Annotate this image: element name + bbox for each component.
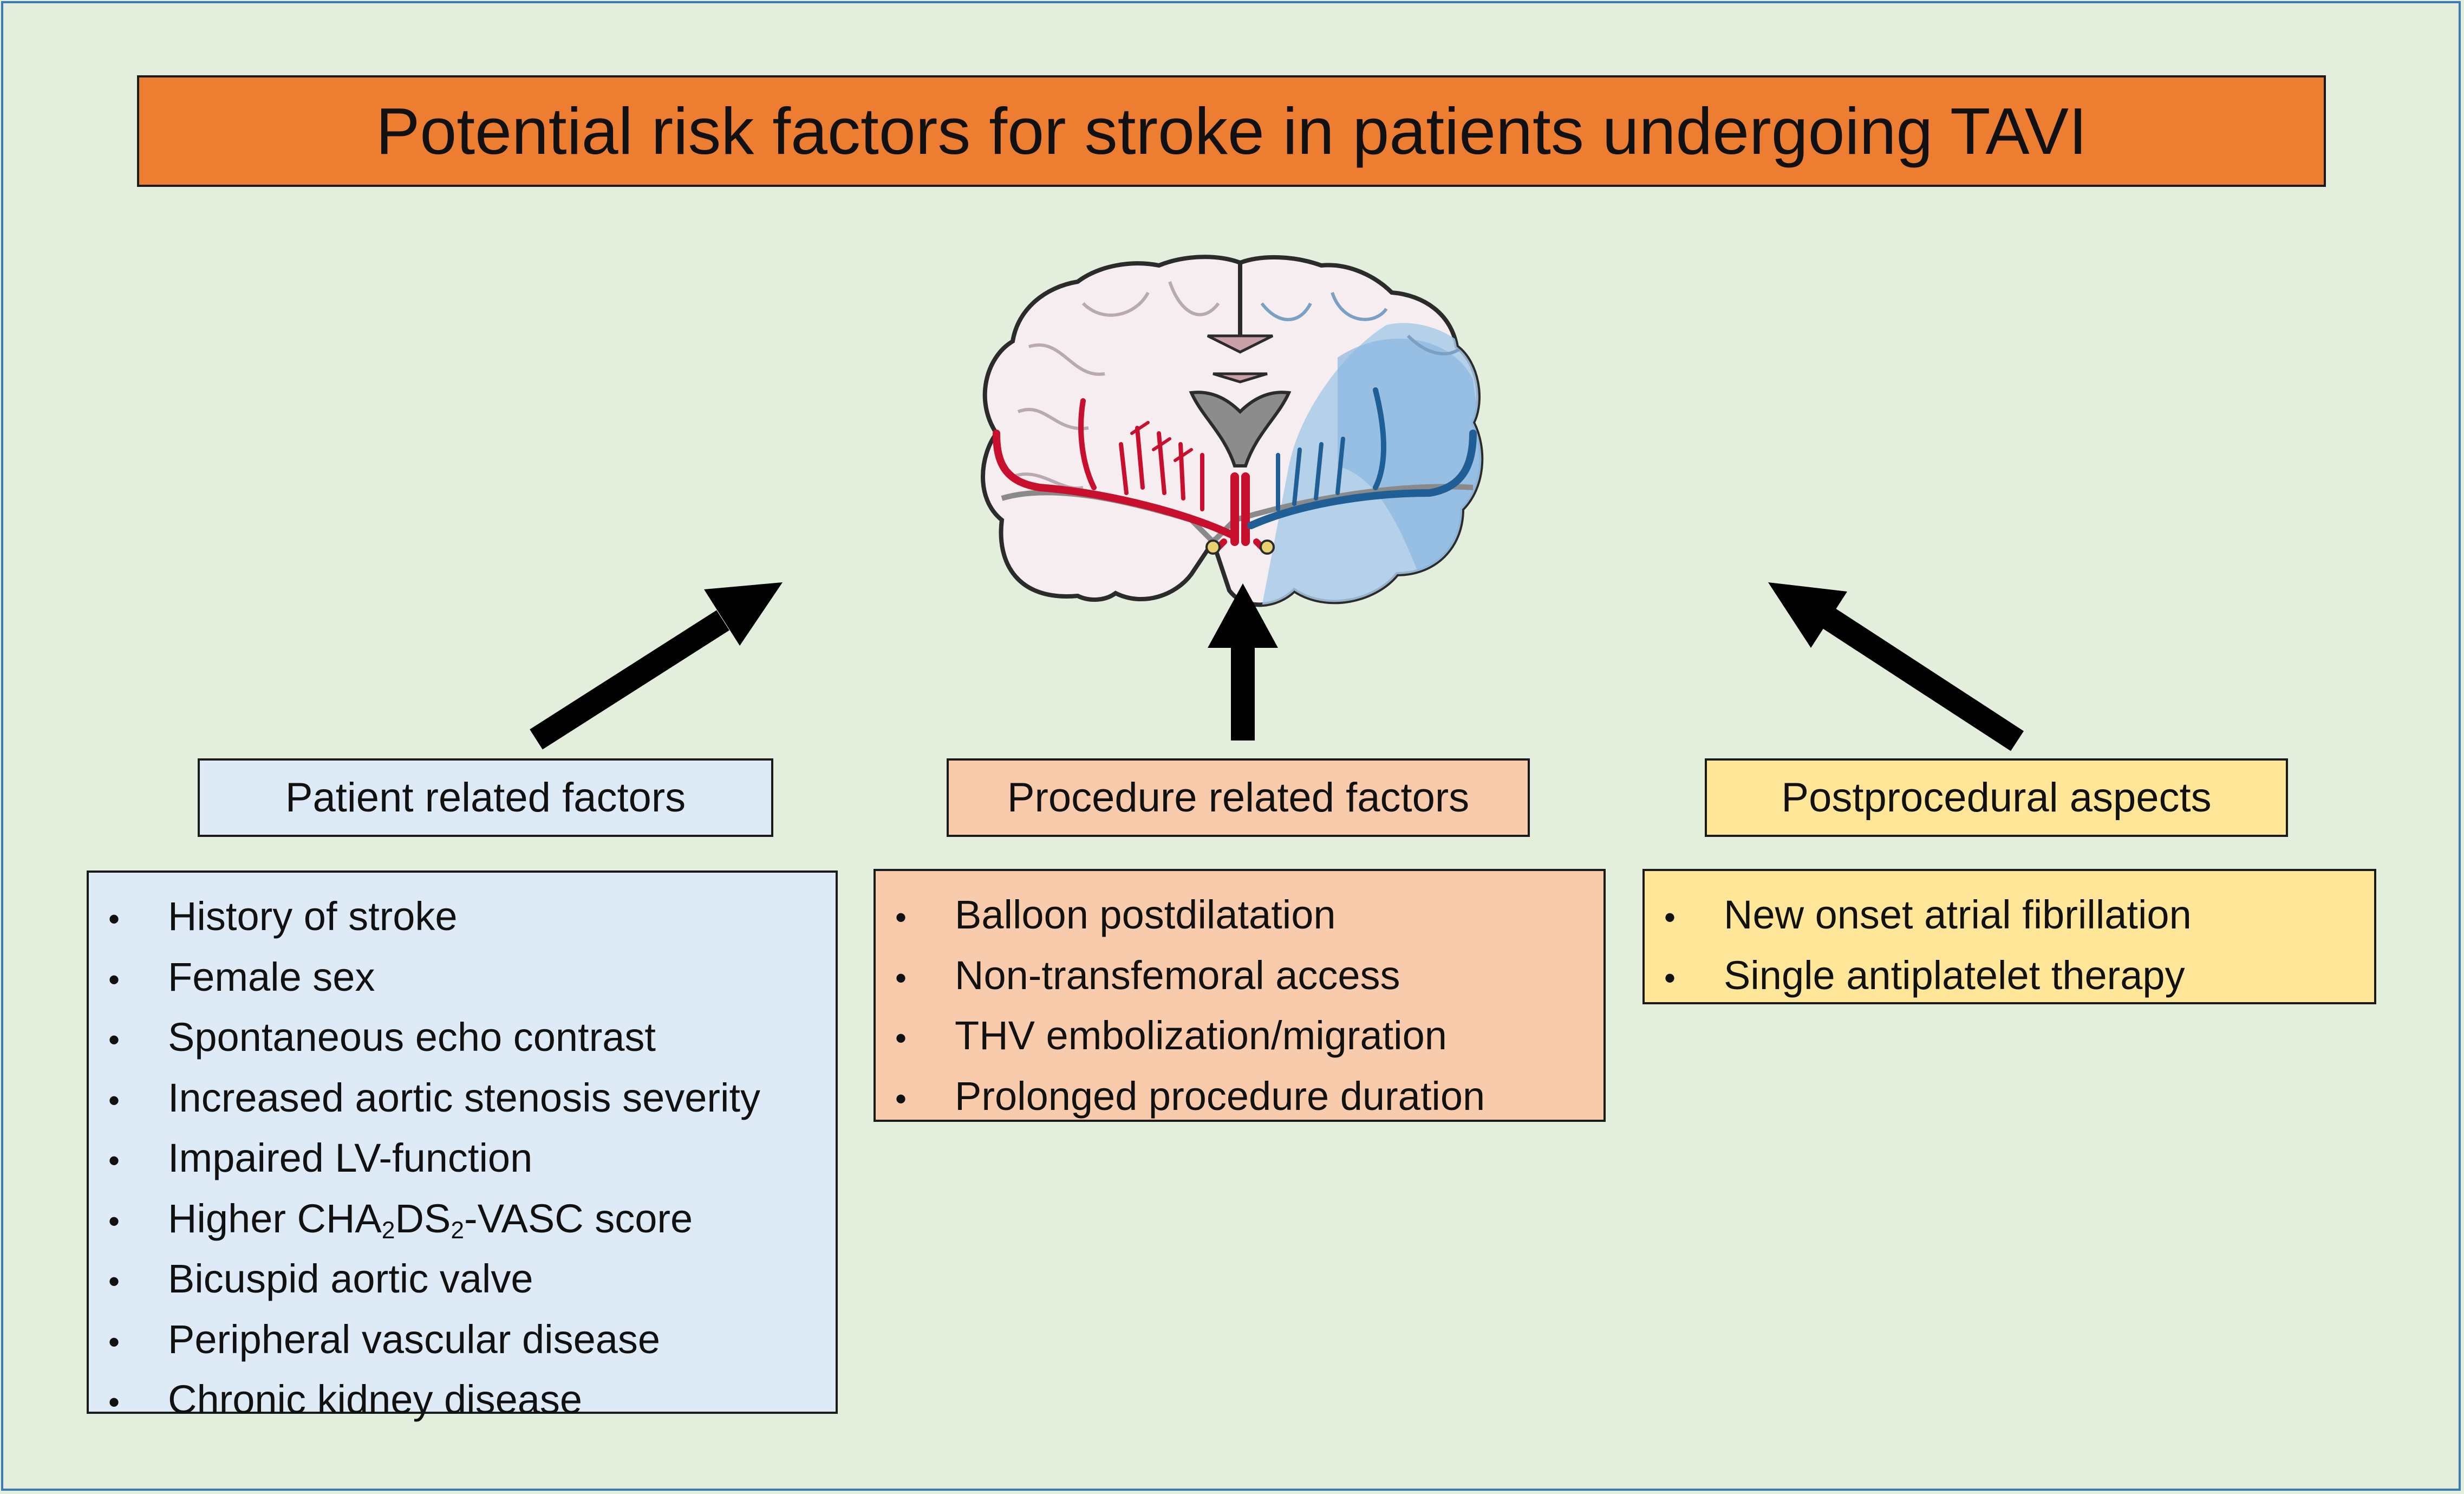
list-item: • Higher CHA2DS2-VASC score — [108, 1190, 825, 1251]
list-item: •Spontaneous echo contrast — [108, 1009, 825, 1069]
bullet-icon: • — [895, 959, 907, 996]
bullet-icon: • — [108, 1263, 120, 1300]
list-item: •Impaired LV-function — [108, 1129, 825, 1190]
bullet-icon: • — [108, 1323, 120, 1360]
bullet-icon: • — [895, 1020, 907, 1056]
patient-factors-header: Patient related factors — [198, 758, 773, 837]
bullet-icon: • — [1664, 899, 1676, 936]
bullet-icon: • — [108, 1142, 120, 1179]
bullet-icon: • — [108, 1384, 120, 1420]
diagram-title: Potential risk factors for stroke in pat… — [375, 94, 2088, 168]
procedure-header-label: Procedure related factors — [1007, 775, 1470, 821]
list-item: •THV embolization/migration — [895, 1007, 1593, 1068]
postprocedural-header-label: Postprocedural aspects — [1781, 775, 2212, 821]
bullet-icon: • — [895, 899, 907, 936]
procedure-factors-list: •Balloon postdilatation •Non-transfemora… — [874, 869, 1606, 1122]
bullet-icon: • — [1664, 959, 1676, 996]
list-item: •History of stroke — [108, 888, 825, 949]
list-item: •Single antiplatelet therapy — [1664, 947, 2363, 1008]
patient-factors-list: •History of stroke •Female sex •Spontane… — [87, 871, 838, 1422]
arrow-left-diagonal — [530, 582, 783, 750]
procedure-factors-header: Procedure related factors — [947, 758, 1530, 837]
list-item: •New onset atrial fibrillation — [1664, 886, 2363, 947]
list-item: •Female sex — [108, 949, 825, 1009]
bullet-icon: • — [895, 1080, 907, 1117]
cha2ds2-vasc-item: Higher CHA2DS2-VASC score — [168, 1196, 693, 1244]
bullet-icon: • — [108, 1022, 120, 1058]
arrow-right-diagonal — [1768, 582, 2024, 751]
title-banner: Potential risk factors for stroke in pat… — [137, 75, 2326, 187]
bullet-icon: • — [108, 961, 120, 998]
bullet-icon: • — [108, 1203, 120, 1239]
list-item: •Non-transfemoral access — [895, 947, 1593, 1008]
list-item: •Chronic kidney disease — [108, 1371, 825, 1432]
bullet-icon: • — [108, 1082, 120, 1119]
list-item: •Increased aortic stenosis severity — [108, 1069, 825, 1130]
patient-header-label: Patient related factors — [285, 775, 686, 821]
list-item: •Peripheral vascular disease — [108, 1311, 825, 1372]
list-item: •Bicuspid aortic valve — [108, 1250, 825, 1311]
arrow-center-up — [1208, 583, 1278, 740]
postprocedural-aspects-list: •New onset atrial fibrillation •Single a… — [1642, 869, 2376, 1004]
brain-coronal-section-icon — [981, 255, 1484, 607]
list-item: •Balloon postdilatation — [895, 886, 1593, 947]
list-item: •Prolonged procedure duration — [895, 1068, 1593, 1128]
bullet-icon: • — [108, 901, 120, 937]
postprocedural-aspects-header: Postprocedural aspects — [1705, 758, 2288, 837]
